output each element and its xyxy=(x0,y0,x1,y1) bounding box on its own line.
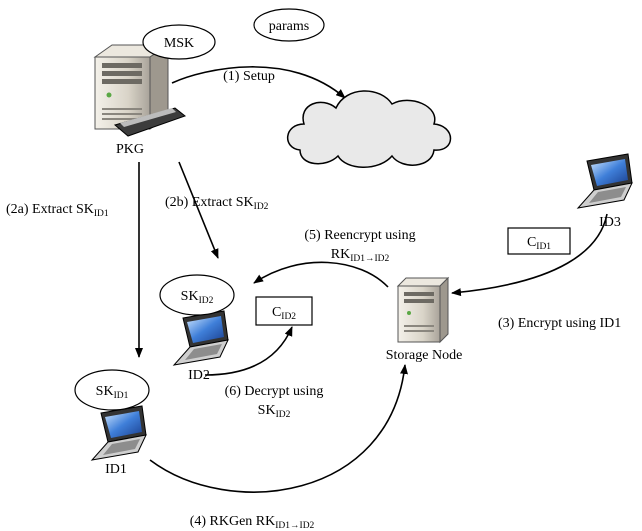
params-bubble: params xyxy=(253,8,325,42)
encrypt-label: (3) Encrypt using ID1 xyxy=(498,316,621,331)
extract-id1-label: (2a) Extract SKID1 xyxy=(6,202,109,219)
laptop-id2-icon xyxy=(172,310,229,366)
cloud-icon xyxy=(287,90,452,168)
sk-id1-bubble: SKID1 xyxy=(74,369,150,411)
c-id1-label: CID1 xyxy=(527,235,551,252)
params-label: params xyxy=(269,19,309,34)
reencrypt-label-line1: (5) Reencrypt using xyxy=(304,228,415,243)
storage-node-label: Storage Node xyxy=(386,348,463,363)
msk-label: MSK xyxy=(164,36,194,51)
rkgen-arrow xyxy=(149,364,408,493)
reencrypt-label-line2: RKID1→ID2 xyxy=(331,247,390,264)
pkg-label: PKG xyxy=(116,142,144,157)
setup-arrow xyxy=(171,66,346,99)
laptop-id1-icon xyxy=(90,405,147,461)
id2-label: ID2 xyxy=(188,368,210,383)
decrypt-label-line2: SKID2 xyxy=(258,403,291,420)
c-id2-box: CID2 xyxy=(255,296,313,326)
id1-label: ID1 xyxy=(105,462,127,477)
extract-id2-label: (2b) Extract SKID2 xyxy=(165,195,269,212)
sk-id2-label: SKID2 xyxy=(181,289,214,306)
encrypt-arrow xyxy=(451,213,608,297)
reencrypt-arrow xyxy=(253,261,389,288)
id3-label: ID3 xyxy=(599,215,621,230)
sk-id2-bubble: SKID2 xyxy=(159,274,235,316)
decrypt-arrow xyxy=(204,326,293,376)
sk-id1-label: SKID1 xyxy=(96,384,129,401)
c-id2-label: CID2 xyxy=(272,305,296,322)
pkg-server-icon xyxy=(93,44,187,137)
laptop-id3-icon xyxy=(576,153,633,209)
decrypt-label-line1: (6) Decrypt using xyxy=(225,384,324,399)
extract-id2-arrow xyxy=(178,161,219,259)
storage-node-server-icon xyxy=(396,276,450,344)
msk-bubble: MSK xyxy=(142,24,216,60)
c-id1-box: CID1 xyxy=(507,227,571,255)
rkgen-label: (4) RKGen RKID1→ID2 xyxy=(190,514,315,531)
setup-label: (1) Setup xyxy=(223,69,275,84)
